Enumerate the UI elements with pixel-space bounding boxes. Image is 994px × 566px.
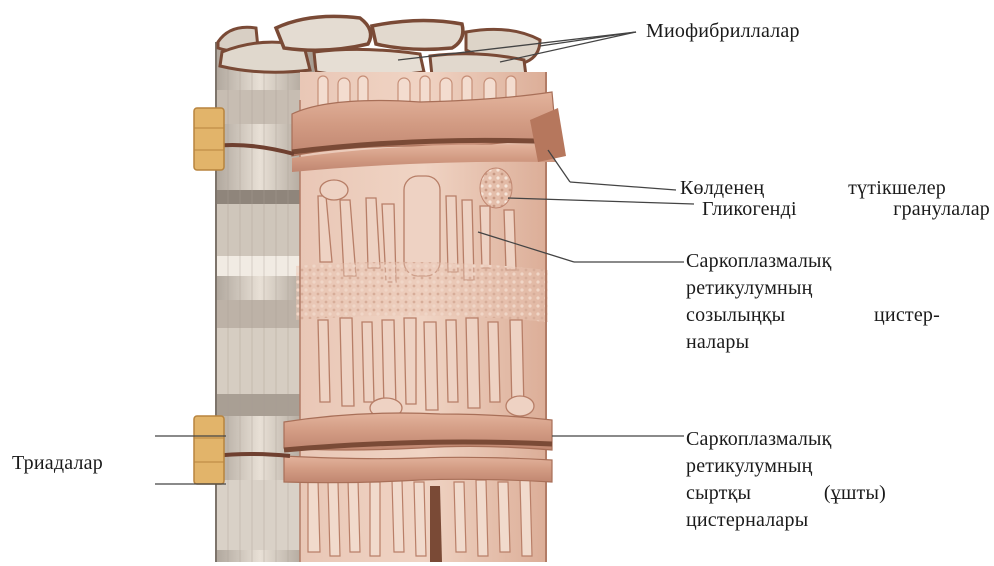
lower-terminal-cisterns: [284, 413, 552, 483]
glycogen-granules: [480, 168, 512, 208]
label-longitudinal-line-4: налары: [686, 329, 940, 356]
fenestrated-collar: [296, 262, 548, 322]
label-terminal-line-4: цистерналары: [686, 507, 886, 534]
label-glycogen-word-1: Гликогенді: [702, 196, 797, 223]
label-longitudinal-line-3: созылыңқы цистер-: [686, 302, 940, 329]
label-triads: Триадалар: [12, 450, 103, 477]
label-terminal-cisterns: Саркоплазмалық ретикулумның сыртқы (ұшты…: [686, 426, 886, 534]
label-longitudinal-line-1: Саркоплазмалық: [686, 248, 940, 275]
label-terminal-line-3-word-2: (ұшты): [824, 480, 886, 507]
label-longitudinal-line-3-word-1: созылыңқы: [686, 302, 785, 329]
label-terminal-line-3-word-1: сыртқы: [686, 480, 751, 507]
upper-terminal-cisterns: [292, 92, 566, 172]
label-terminal-line-1: Саркоплазмалық: [686, 426, 886, 453]
label-terminal-line-2: ретикулумның: [686, 453, 886, 480]
label-longitudinal-cisterns: Саркоплазмалық ретикулумның созылыңқы ци…: [686, 248, 940, 356]
label-terminal-line-3: сыртқы (ұшты): [686, 480, 886, 507]
label-longitudinal-line-3-word-2: цистер-: [874, 302, 940, 329]
myofibril-caps: [218, 16, 540, 80]
label-glycogen: Гликогенді гранулалар: [702, 196, 990, 223]
label-longitudinal-line-2: ретикулумның: [686, 275, 940, 302]
label-myofibrils: Миофибриллалар: [646, 18, 800, 45]
label-glycogen-word-2: гранулалар: [893, 196, 990, 223]
